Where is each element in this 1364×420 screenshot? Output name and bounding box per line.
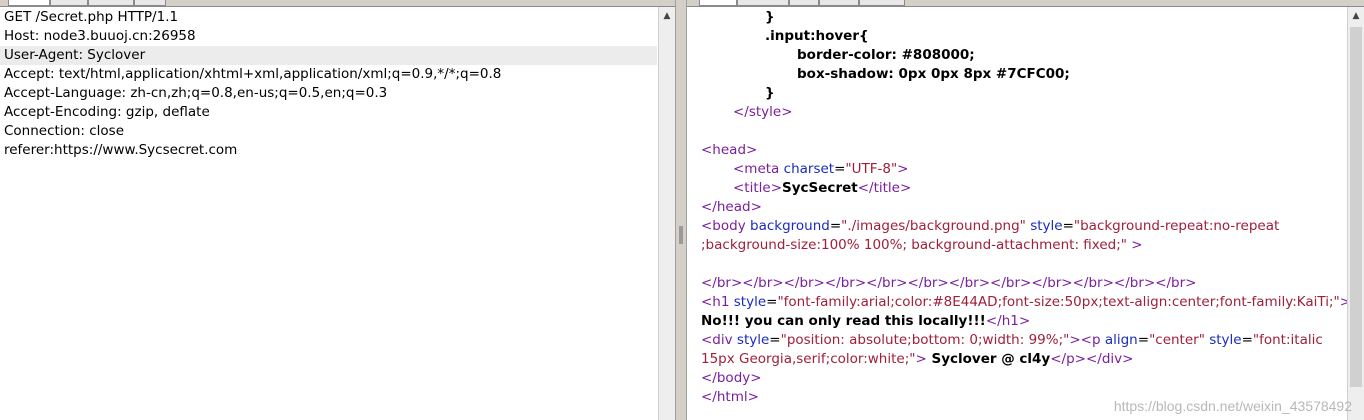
- code-line: </style>: [733, 104, 793, 120]
- request-pane[interactable]: GET /Secret.php HTTP/1.1 Host: node3.buu…: [0, 0, 676, 420]
- request-tabstrip: [0, 0, 675, 7]
- code-line: No!!! you can only read this locally!!!<…: [701, 313, 1031, 329]
- tab-params[interactable]: [50, 0, 88, 6]
- tab-html[interactable]: [819, 0, 859, 6]
- code-line-blank: [701, 255, 1344, 274]
- scroll-up-icon[interactable]: ▲: [1352, 11, 1360, 21]
- scroll-up-icon[interactable]: ▲: [663, 11, 671, 21]
- code-line: ;background-size:100% 100%; background-a…: [701, 237, 1143, 253]
- request-line: Host: node3.buuoj.cn:26958: [4, 28, 196, 44]
- code-line: .input:hover{: [765, 28, 869, 44]
- tab-hex[interactable]: [134, 0, 166, 6]
- code-line: <div style="position: absolute;bottom: 0…: [701, 332, 1323, 348]
- code-line: box-shadow: 0px 0px 8px #7CFC00;: [797, 66, 1070, 82]
- tab-headers[interactable]: [88, 0, 134, 6]
- watermark: https://blog.csdn.net/weixin_43578492: [1113, 398, 1352, 414]
- request-scrollbar[interactable]: ▲: [658, 7, 675, 420]
- code-line: <meta charset="UTF-8">: [733, 161, 909, 177]
- request-line: Connection: close: [4, 123, 124, 139]
- tab-render[interactable]: [859, 0, 905, 6]
- code-line-blank: [701, 122, 1344, 141]
- code-line: 15px Georgia,serif;color:white;"> Syclov…: [701, 351, 1134, 367]
- pane-splitter[interactable]: [676, 0, 686, 420]
- splitter-grip-icon[interactable]: [679, 226, 683, 244]
- request-editor[interactable]: GET /Secret.php HTTP/1.1 Host: node3.buu…: [0, 8, 657, 160]
- tab-raw[interactable]: [699, 0, 737, 6]
- request-line: referer:https://www.Sycsecret.com: [4, 142, 238, 158]
- request-line: Accept: text/html,application/xhtml+xml,…: [4, 66, 502, 82]
- code-line: </body>: [701, 370, 762, 386]
- tab-headers[interactable]: [737, 0, 789, 6]
- tab-hex[interactable]: [789, 0, 819, 6]
- response-scrollbar[interactable]: ▲: [1347, 7, 1364, 420]
- code-line: <title>SycSecret</title>: [733, 180, 912, 196]
- code-line: <body background="./images/background.pn…: [701, 218, 1280, 234]
- code-line: }: [765, 85, 775, 101]
- response-pane[interactable]: } .input:hover{ border-color: #808000; b…: [686, 0, 1364, 420]
- code-line: </head>: [701, 199, 762, 215]
- response-tabstrip: [687, 0, 1364, 7]
- code-line: </br></br></br></br></br></br></br></br>…: [701, 275, 1197, 291]
- code-line: <h1 style="font-family:arial;color:#8E44…: [701, 294, 1352, 310]
- request-line: GET /Secret.php HTTP/1.1: [4, 9, 179, 25]
- code-line: }: [765, 9, 775, 25]
- request-line: Accept-Encoding: gzip, deflate: [4, 104, 210, 120]
- code-line: </html>: [701, 389, 759, 405]
- tab-raw[interactable]: [8, 0, 50, 6]
- response-editor[interactable]: } .input:hover{ border-color: #808000; b…: [701, 8, 1352, 407]
- scroll-thumb[interactable]: [1350, 27, 1362, 387]
- request-line: Accept-Language: zh-cn,zh;q=0.8,en-us;q=…: [4, 85, 388, 101]
- code-line: border-color: #808000;: [797, 47, 975, 63]
- code-line: <head>: [701, 142, 758, 158]
- request-line-selected: User-Agent: Syclover: [0, 46, 657, 65]
